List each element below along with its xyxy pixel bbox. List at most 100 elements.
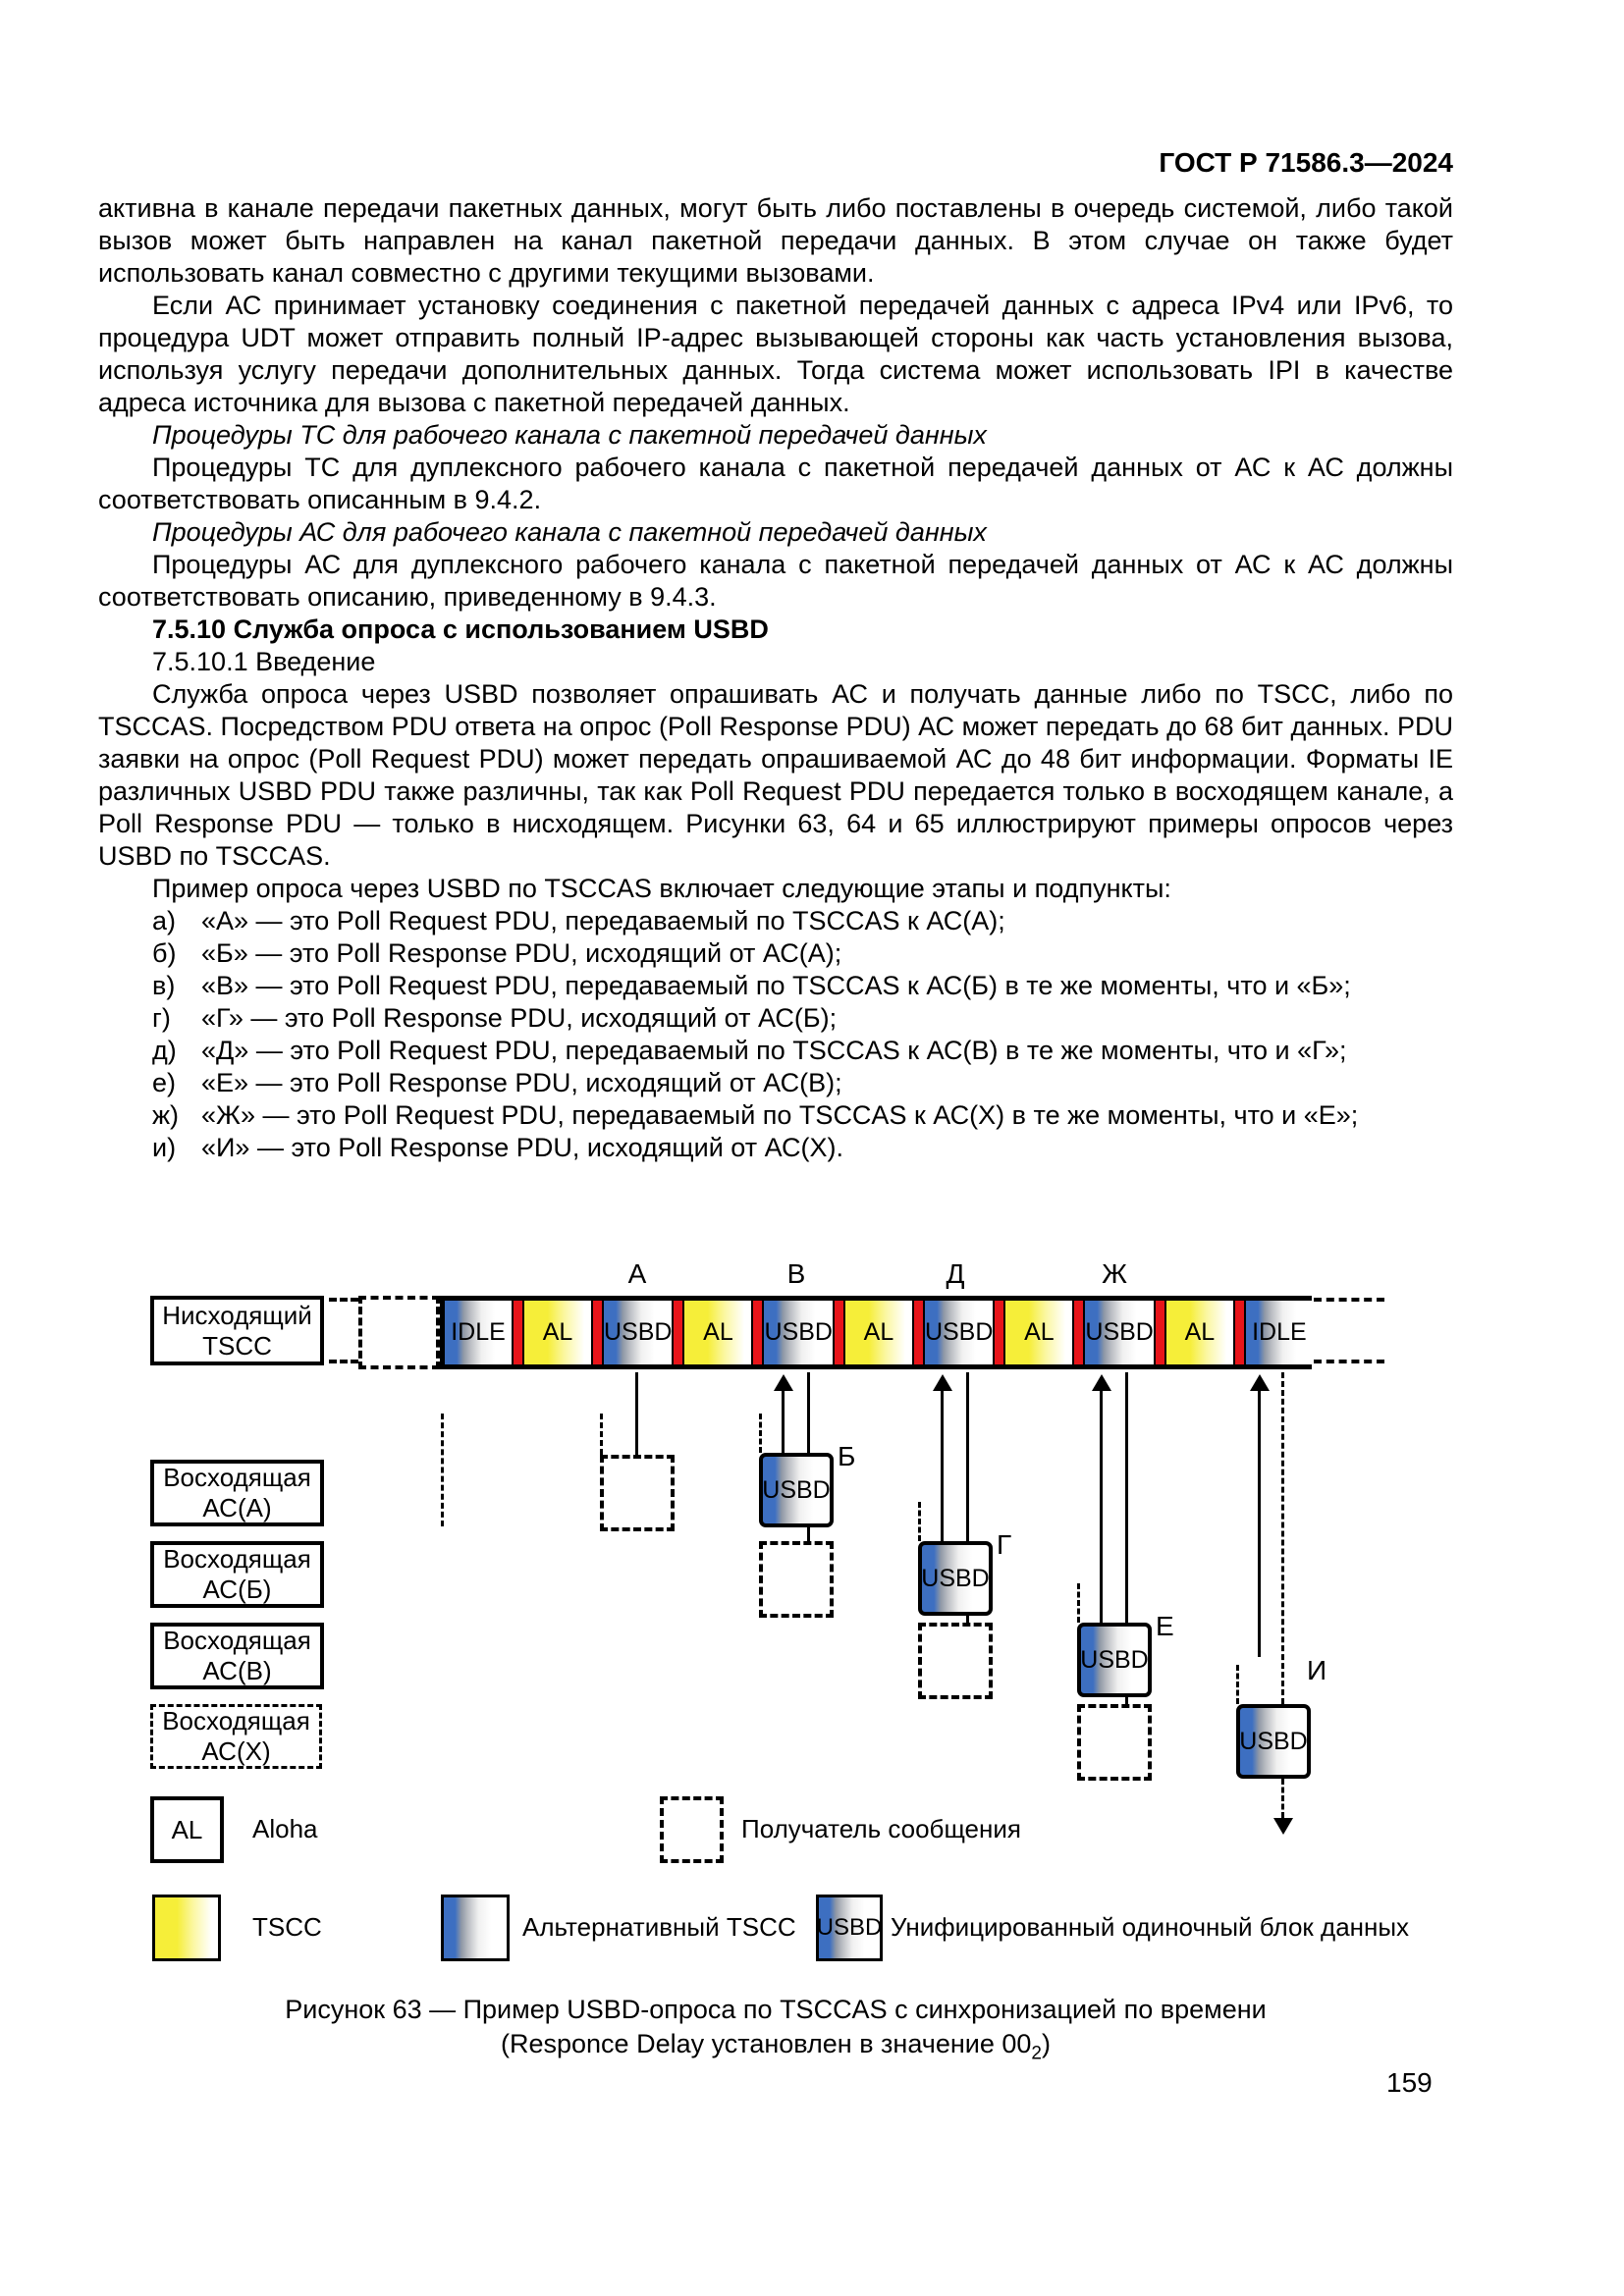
list-text: «А» — это Poll Request PDU, передаваемый… (201, 906, 1005, 935)
list-marker: ж) (152, 1100, 180, 1130)
downlink-tscc-label: Нисходящий TSCC (150, 1296, 324, 1365)
list-marker: д) (152, 1036, 177, 1065)
list-item: д) «Д» — это Poll Request PDU, передаваем… (98, 1035, 1453, 1067)
list-item: б)«Б» — это Poll Response PDU, исходящий… (98, 937, 1453, 970)
slot-separator (1153, 1301, 1166, 1364)
poll-response-i-dashed-line (1281, 1372, 1284, 1704)
list-marker: и) (152, 1133, 177, 1162)
paragraph: активна в канале передачи пакетных данны… (98, 193, 1453, 288)
legend-usbd-label: Унифицированный одиночный блок данных (891, 1912, 1410, 1942)
paragraph: Если АС принимает установку соединения с… (98, 291, 1453, 417)
marker-g: Г (997, 1529, 1012, 1560)
poll-response-e-arrowhead (1092, 1374, 1111, 1391)
usbd-burst-label: USBD (921, 1564, 990, 1592)
legend-receiver-label: Получатель сообщения (741, 1814, 1021, 1843)
row-label-line2: АС(А) (202, 1493, 272, 1522)
usbd-burst-label: USBD (1239, 1727, 1308, 1755)
figure-caption: Рисунок 63 — Пример USBD-опроса по TSCCA… (98, 1993, 1453, 2070)
timeline-slot-usbd-zh: USBD (1085, 1301, 1154, 1364)
list-item: а)«А» — это Poll Request PDU, передаваем… (98, 905, 1453, 937)
timeline-slot-al: AL (844, 1301, 912, 1364)
paragraph-italic: Процедуры ТС для рабочего канала с пакет… (152, 420, 987, 450)
timeline-slot-idle: IDLE (1245, 1301, 1313, 1364)
timeline-slot-idle: IDLE (445, 1301, 512, 1364)
legend-al-text: AL (171, 1814, 203, 1844)
timeline-slot-usbd-d: USBD (924, 1301, 994, 1364)
row-label-line2: АС(Х) (201, 1736, 271, 1766)
usbd-i-boundary-dash (1236, 1665, 1239, 1704)
slot-tag-d: Д (946, 1258, 965, 1289)
list-marker: б) (152, 938, 177, 968)
list-text: «Ж» — это Poll Request PDU, передаваемый… (201, 1100, 1359, 1130)
downlink-timeline: IDLE AL USBD AL USBD AL USBD AL USBD AL … (440, 1296, 1313, 1369)
row-label-line1: Восходящая (163, 1626, 311, 1655)
slot-boundary-dash (441, 1414, 444, 1526)
list-text: «Д» — это Poll Request PDU, передаваемый… (201, 1036, 1347, 1065)
poll-response-g-arrowhead (933, 1374, 952, 1391)
slot-separator (993, 1301, 1006, 1364)
slot-separator (512, 1301, 524, 1364)
list-marker: г) (152, 1003, 171, 1033)
list-item: е)«Е» — это Poll Response PDU, исходящий… (98, 1067, 1453, 1099)
slot-separator (832, 1301, 845, 1364)
usbd-burst-b: USBD (759, 1453, 834, 1527)
list-text: «И» — это Poll Response PDU, исходящий о… (201, 1133, 843, 1162)
poll-response-e-line (1100, 1390, 1103, 1623)
caption-close-paren: ) (1041, 2029, 1051, 2058)
receiver-box-aca (600, 1455, 675, 1531)
slot-tag-a: А (627, 1258, 647, 1289)
timeline-right-dash-top (1314, 1298, 1384, 1302)
timeline-slot-usbd-v: USBD (764, 1301, 833, 1364)
legend-tscc-label: TSCC (252, 1912, 322, 1942)
usbd-e-boundary-dash (1077, 1583, 1080, 1623)
list-item: ж) «Ж» — это Poll Request PDU, передаваем… (98, 1099, 1453, 1132)
legend-tscc-box (152, 1895, 221, 1961)
timeline-right-dash-bottom (1314, 1360, 1384, 1363)
paragraph: Служба опроса через USBD позволяет опраш… (98, 679, 1453, 871)
slot-separator (751, 1301, 765, 1364)
list-text: «В» — это Poll Request PDU, передаваемый… (201, 971, 1351, 1000)
usbd-b-boundary-dash (759, 1414, 762, 1453)
section-heading: 7.5.10 Служба опроса с использованием US… (152, 614, 769, 644)
figure-63-diagram: А В Д Ж Нисходящий TSCC IDLE AL USBD AL … (93, 1256, 1546, 1978)
usbd-burst-i: USBD (1236, 1704, 1311, 1779)
legend-usbd-box: USBD (816, 1895, 883, 1961)
row-label-line2: АС(Б) (202, 1575, 272, 1604)
timeline-slot-al: AL (524, 1301, 591, 1364)
list-text: «Е» — это Poll Response PDU, исходящий о… (201, 1068, 842, 1097)
uplink-row-label-acb: Восходящая АС(Б) (150, 1541, 324, 1608)
list-text: «Г» — это Poll Response PDU, исходящий о… (201, 1003, 838, 1033)
paragraph-italic: Процедуры АС для рабочего канала с пакет… (152, 517, 987, 547)
timeline-slot-al: AL (1005, 1301, 1073, 1364)
paragraph: Процедуры ТС для дуплексного рабочего ка… (98, 453, 1453, 514)
poll-request-v-line-upper (807, 1372, 810, 1453)
usbd-burst-g: USBD (918, 1541, 993, 1616)
slot-separator (1232, 1301, 1246, 1364)
list-marker: в) (152, 971, 176, 1000)
legend-al-box: AL (150, 1796, 224, 1863)
row-label-line1: Восходящая (163, 1544, 311, 1574)
slot-tag-zh: Ж (1102, 1258, 1127, 1289)
slot-tag-v: В (786, 1258, 806, 1289)
poll-response-i-tail-arrowhead (1273, 1818, 1293, 1835)
caption-line2-text: (Responce Delay установлен в значение 00 (501, 2029, 1032, 2058)
timeline-slot-al: AL (684, 1301, 752, 1364)
usbd-burst-label: USBD (762, 1475, 831, 1504)
paragraph: Процедуры АС для дуплексного рабочего ка… (98, 550, 1453, 612)
timeline-left-dash-top (329, 1298, 358, 1302)
receiver-box-acb (759, 1541, 834, 1618)
body-text: активна в канале передачи пакетных данны… (98, 192, 1453, 1164)
uplink-row-label-acv: Восходящая АС(В) (150, 1623, 324, 1689)
legend-aloha-label: Aloha (252, 1814, 318, 1843)
list-item: и) «И» — это Poll Response PDU, исходящий… (98, 1132, 1453, 1164)
legend-receiver-box (660, 1796, 724, 1863)
usbd-burst-label: USBD (1080, 1645, 1149, 1674)
slot-separator (591, 1301, 604, 1364)
slot-separator (911, 1301, 925, 1364)
marker-e: Е (1156, 1611, 1174, 1641)
timeline-slot-usbd-a: USBD (604, 1301, 673, 1364)
receiver-box-acx (1077, 1704, 1152, 1781)
marker-i: И (1307, 1655, 1327, 1685)
timeline-left-dash-bottom (329, 1360, 358, 1363)
